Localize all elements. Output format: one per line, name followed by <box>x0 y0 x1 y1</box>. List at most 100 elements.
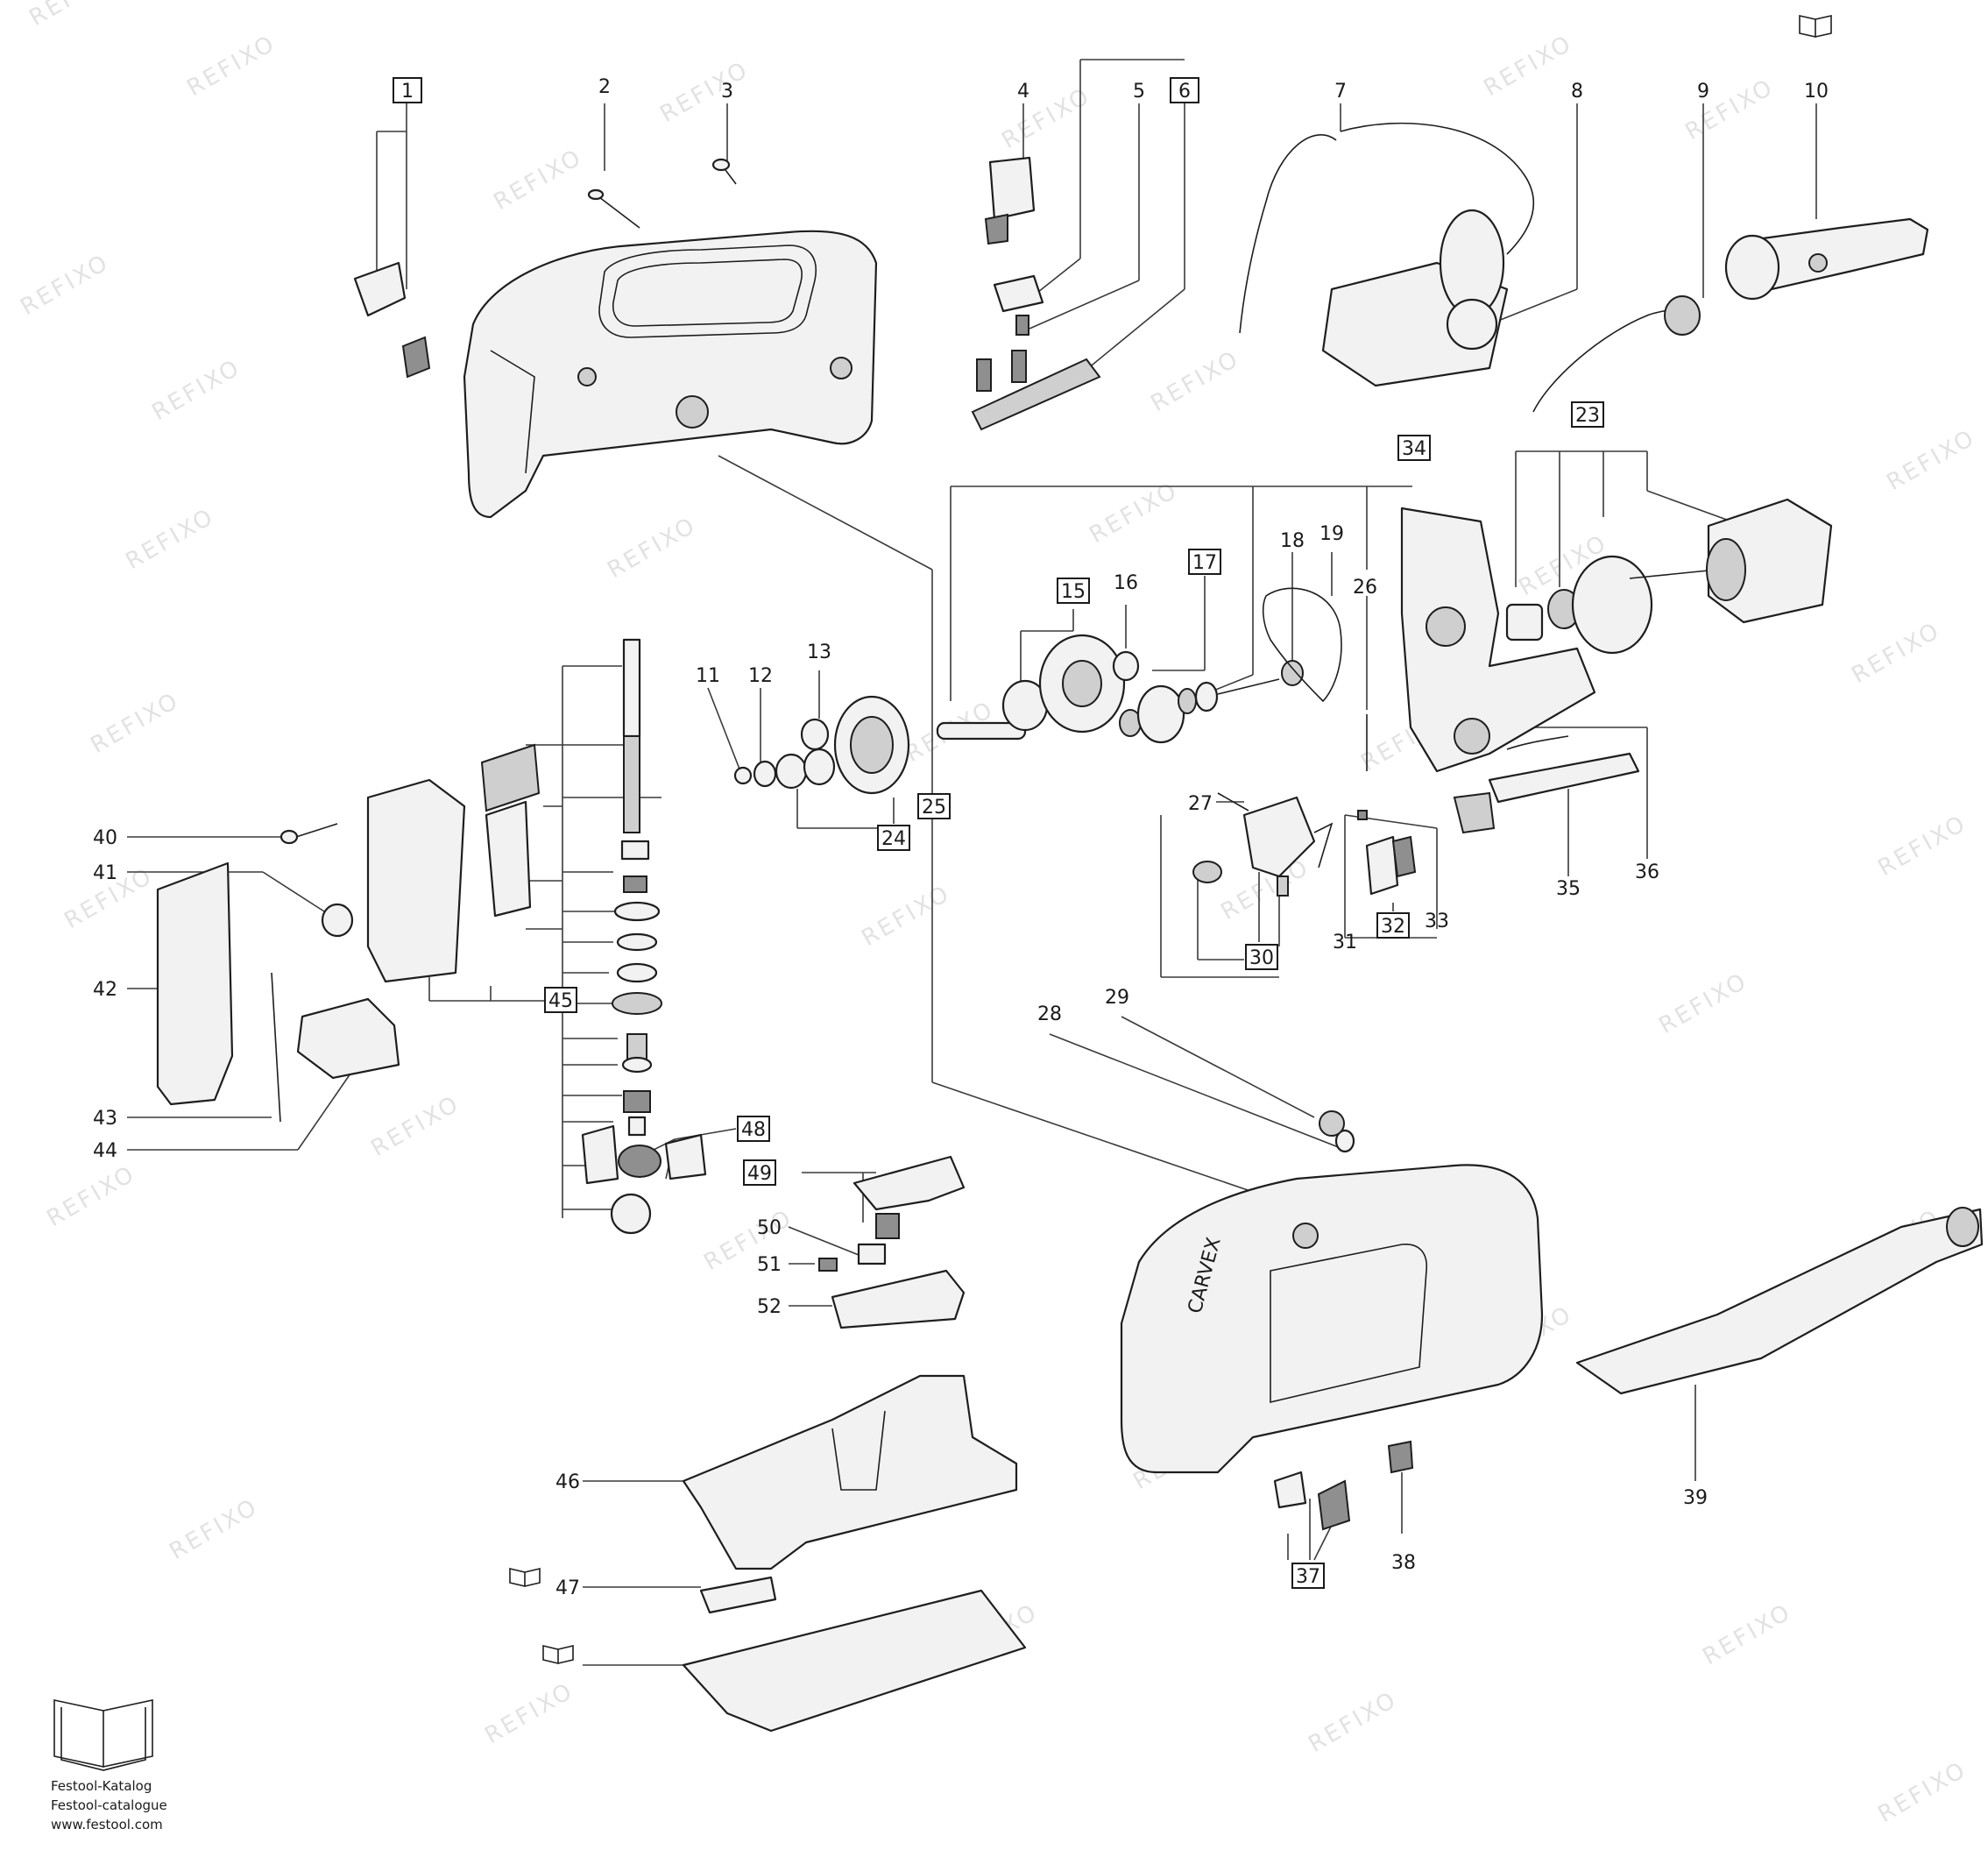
callout-box-37 <box>1291 1563 1325 1589</box>
plunger-stack-45 <box>581 638 707 1235</box>
watermark: REFIXO <box>1874 1756 1972 1828</box>
watermark: REFIXO <box>148 354 246 426</box>
watermark: REFIXO <box>1655 968 1753 1039</box>
open-book-icon <box>542 1644 574 1665</box>
callout-30: 30 <box>1249 947 1274 969</box>
callout-18: 18 <box>1280 530 1305 552</box>
callout-box-23 <box>1571 401 1604 428</box>
connector-part-10 <box>1724 217 1929 301</box>
callout-10: 10 <box>1804 81 1829 103</box>
callout-box-17 <box>1188 549 1221 575</box>
small-parts-37-38 <box>1273 1440 1414 1531</box>
callout-40: 40 <box>93 827 117 849</box>
watermark: REFIXO <box>1086 477 1184 549</box>
extraction-nozzle-39 <box>1575 1207 1984 1395</box>
callout-47: 47 <box>555 1577 580 1599</box>
upper-housing-shell <box>463 230 878 519</box>
gear-set-24 <box>733 695 910 795</box>
callout-box-24 <box>877 825 910 851</box>
callout-4: 4 <box>1017 81 1029 103</box>
watermark: REFIXO <box>43 1160 141 1232</box>
catalog-url: www.festool.com <box>51 1817 163 1832</box>
catalog-legend: Festool-Katalog Festool-catalogue www.fe… <box>51 1699 167 1832</box>
electronics-module <box>1239 122 1535 387</box>
shoe-47 <box>682 1576 1027 1733</box>
callout-8: 8 <box>1571 81 1583 103</box>
callout-labels: 1 2 3 4 5 6 7 8 9 10 11 12 13 15 16 17 1… <box>93 76 1829 1599</box>
lower-housing-25: CARVEX <box>1120 1110 1544 1474</box>
watermark: REFIXO <box>481 1677 579 1749</box>
drive-shaft-row <box>936 587 1368 771</box>
catalog-ref-47 <box>509 1567 541 1588</box>
watermark: REFIXO <box>1874 810 1972 882</box>
callout-41: 41 <box>93 862 117 884</box>
callout-28: 28 <box>1037 1003 1062 1025</box>
callout-box-32 <box>1376 912 1410 939</box>
motor-part-23 <box>1505 498 1833 655</box>
callout-35: 35 <box>1556 878 1581 900</box>
watermark: REFIXO <box>490 144 588 216</box>
base-plate-46 <box>682 1374 1018 1570</box>
callout-1: 1 <box>401 81 414 103</box>
callout-24: 24 <box>881 828 906 850</box>
catalog-ref-10 <box>1799 15 1832 38</box>
callout-box-6 <box>1170 77 1199 103</box>
callout-48: 48 <box>741 1119 766 1141</box>
open-book-icon <box>1799 15 1832 38</box>
callout-17: 17 <box>1192 552 1217 574</box>
watermark: REFIXO <box>1699 1598 1797 1670</box>
callout-38: 38 <box>1391 1552 1416 1574</box>
cable-part-9 <box>1532 295 1701 413</box>
callout-37: 37 <box>1296 1566 1320 1588</box>
callout-2: 2 <box>598 76 611 98</box>
lever-assembly-30 <box>1192 792 1334 897</box>
switch-assembly <box>971 156 1101 431</box>
guide-rail-35-36 <box>1453 735 1640 834</box>
callout-36: 36 <box>1635 861 1659 883</box>
watermark: REFIXO <box>858 880 956 952</box>
callout-11: 11 <box>696 665 720 687</box>
watermark: REFIXO <box>1147 345 1245 417</box>
callout-27: 27 <box>1188 793 1213 815</box>
watermark: REFIXO <box>367 1090 465 1162</box>
callout-9: 9 <box>1697 81 1709 103</box>
callout-7: 7 <box>1334 81 1347 103</box>
leader-lines <box>127 59 1817 1666</box>
watermark: REFIXO <box>166 1493 264 1565</box>
callout-25: 25 <box>922 797 946 819</box>
callout-19: 19 <box>1319 523 1344 545</box>
callout-26: 26 <box>1353 577 1377 599</box>
callout-16: 16 <box>1114 572 1138 594</box>
watermark: REFIXO <box>1681 74 1779 145</box>
callout-box-25 <box>917 793 951 819</box>
callout-3: 3 <box>721 81 733 103</box>
callout-23: 23 <box>1575 405 1600 427</box>
callout-42: 42 <box>93 979 117 1001</box>
callout-5: 5 <box>1133 81 1145 103</box>
callout-50: 50 <box>757 1217 782 1239</box>
callout-52: 52 <box>757 1296 782 1318</box>
callout-45: 45 <box>548 990 573 1012</box>
watermark: REFIXO <box>87 687 185 759</box>
watermark: REFIXO <box>604 512 702 584</box>
callout-box-34 <box>1397 435 1431 461</box>
callout-box-30 <box>1245 944 1278 970</box>
open-book-icon <box>53 1699 153 1771</box>
callout-box-15 <box>1057 578 1090 604</box>
callout-34: 34 <box>1402 438 1426 460</box>
watermark: REFIXO <box>1480 30 1578 102</box>
callout-box-1 <box>393 77 422 103</box>
callout-32: 32 <box>1381 916 1405 938</box>
callout-44: 44 <box>93 1140 117 1162</box>
callout-39: 39 <box>1683 1487 1708 1509</box>
watermark: REFIXO <box>1883 424 1981 496</box>
watermark: REFIXO <box>183 30 281 102</box>
trigger-parts-49-52 <box>818 1155 966 1329</box>
callout-33: 33 <box>1425 911 1449 932</box>
callout-15: 15 <box>1061 581 1086 603</box>
callout-6: 6 <box>1178 81 1191 103</box>
watermark: REFIXO <box>656 56 754 128</box>
open-book-icon <box>509 1567 541 1588</box>
switch-parts-32 <box>1357 810 1417 896</box>
